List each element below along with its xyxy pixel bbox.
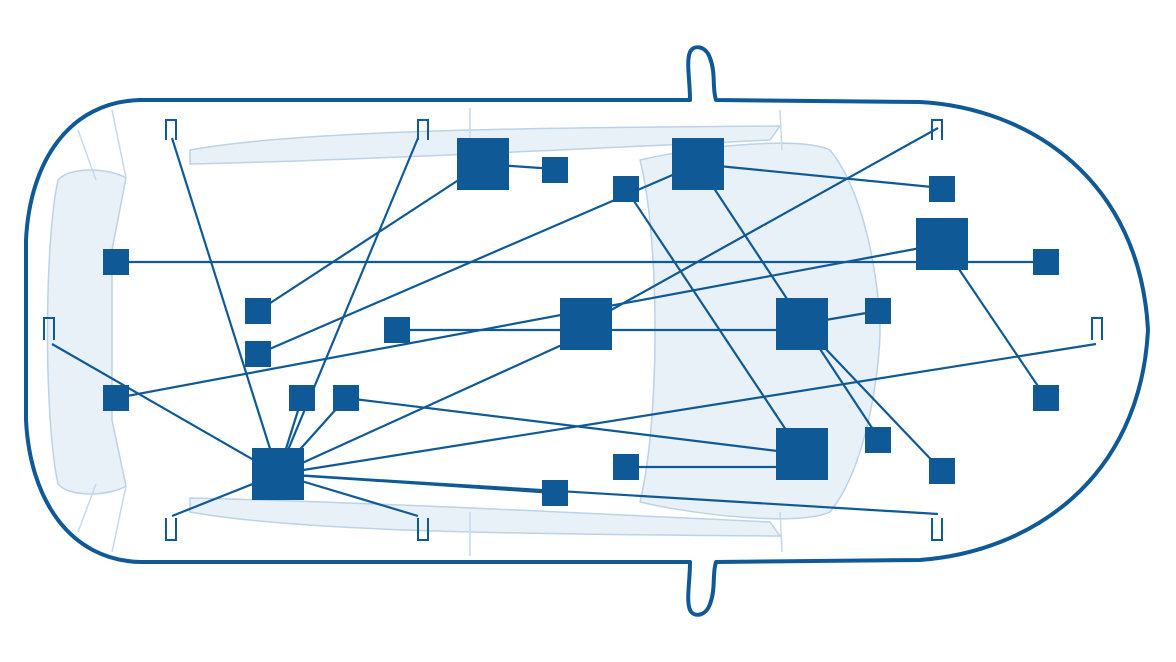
window-left-bottom: [189, 497, 782, 537]
wire: [257, 163, 484, 312]
ecu-hub: [457, 138, 509, 190]
sensor-left-top: [417, 119, 429, 140]
wire: [625, 188, 803, 455]
ecu-node: [613, 176, 639, 202]
ecu-hub: [672, 138, 724, 190]
wire: [697, 162, 943, 190]
sensors: [43, 119, 1103, 541]
wire: [585, 127, 939, 325]
sensor-left-bottom: [417, 518, 429, 541]
wire: [277, 342, 1097, 476]
wire: [115, 242, 943, 400]
front-hood-line: [77, 109, 127, 553]
wire: [277, 472, 939, 516]
ecu-node: [1033, 385, 1059, 411]
sensor-front-left-top: [165, 119, 177, 140]
ecu-hub: [916, 218, 968, 270]
ecu-node: [289, 385, 315, 411]
wire: [170, 137, 280, 475]
sensor-rear: [1091, 317, 1103, 340]
ecu-nodes: [103, 157, 1059, 506]
wire: [277, 332, 587, 476]
ecu-node: [929, 176, 955, 202]
door-line: [469, 108, 783, 556]
ecu-hubs: [252, 138, 968, 500]
ecu-node: [542, 480, 568, 506]
ecu-hub: [560, 298, 612, 350]
ecu-node: [333, 385, 359, 411]
wire: [276, 137, 420, 475]
ecu-node: [103, 385, 129, 411]
ecu-node: [613, 454, 639, 480]
ecu-node: [865, 427, 891, 453]
ecu-node: [245, 298, 271, 324]
ecu-node: [245, 341, 271, 367]
sensor-rear-left-top: [931, 119, 943, 140]
sensor-front-left-bottom: [165, 518, 177, 541]
ecu-node: [103, 249, 129, 275]
ecu-node: [865, 298, 891, 324]
wire-connections: [51, 127, 1097, 518]
sensor-front: [43, 317, 55, 340]
ecu-node: [1033, 249, 1059, 275]
ecu-hub: [252, 448, 304, 500]
wire: [51, 343, 279, 475]
ecu-hub: [776, 298, 828, 350]
sensor-rear-left-bottom: [931, 518, 943, 541]
ecu-node: [929, 458, 955, 484]
ecu-hub: [776, 428, 828, 480]
ecu-node: [384, 317, 410, 343]
ecu-node: [542, 157, 568, 183]
